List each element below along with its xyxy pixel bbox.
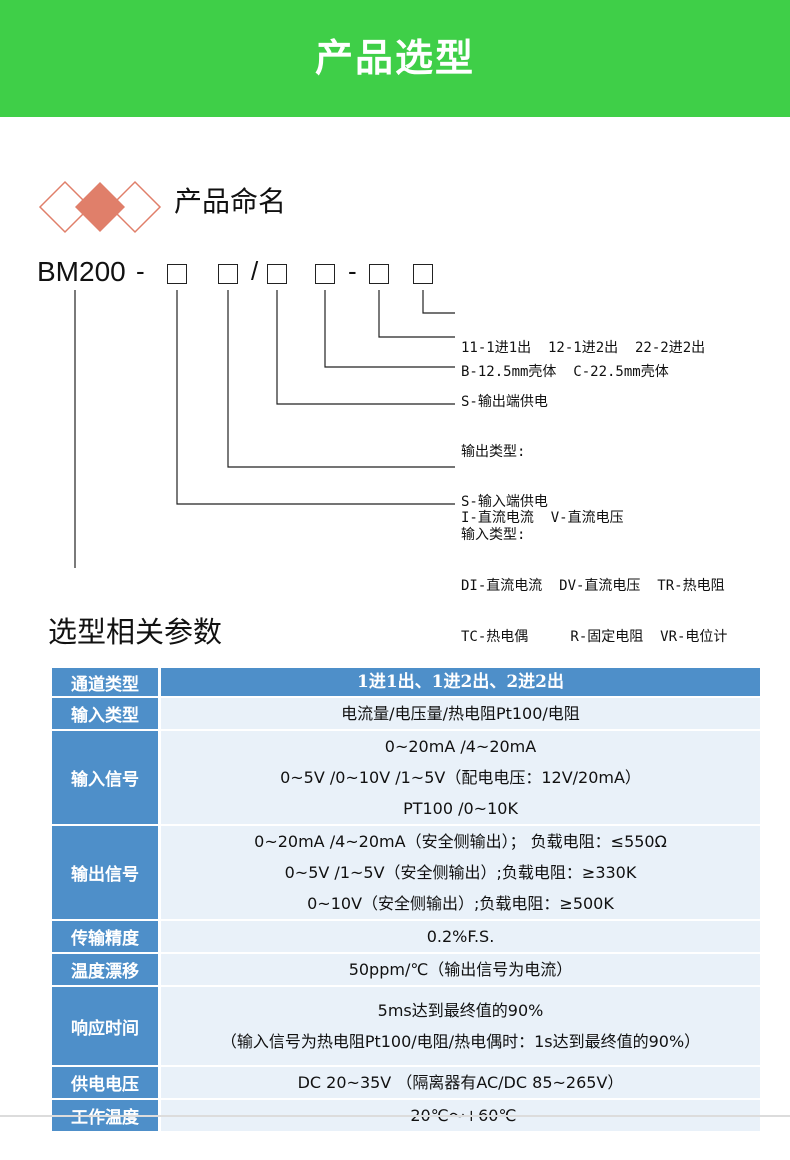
value-line: DC 20~35V （隔离器有AC/DC 85~265V） xyxy=(297,1073,624,1092)
code-box-input-type xyxy=(167,264,187,284)
separator-dash-2: - xyxy=(348,256,357,286)
value-line: 0~20mA /4~20mA（安全侧输出）； 负载电阻：≤550Ω xyxy=(254,832,667,851)
value-line: 50ppm/℃（输出信号为电流） xyxy=(348,960,573,979)
row-value: 1进1出、1进2出、2进2出 xyxy=(159,668,760,698)
row-label: 输出信号 xyxy=(52,825,161,921)
code-box-input-supply xyxy=(218,264,238,284)
option-output-supply: S-输出端供电 xyxy=(461,360,548,428)
option-output-type: 输出类型: I-直流电流 V-直流电压 xyxy=(461,397,624,551)
row-value: 电流量/电压量/热电阻Pt100/电阻 xyxy=(159,697,760,731)
value-line: 1进1出、1进2出、2进2出 xyxy=(357,672,564,692)
table-row: 通道类型 1进1出、1进2出、2进2出 xyxy=(52,668,760,698)
row-label: 通道类型 xyxy=(52,668,161,698)
option-line: S-输入端供电 xyxy=(461,494,548,510)
option-line: B-12.5mm壳体 C-22.5mm壳体 xyxy=(461,364,669,380)
value-line: 5ms达到最终值的90% xyxy=(377,1001,544,1020)
option-line: S-输出端供电 xyxy=(461,394,548,410)
option-line: 11-1进1出 12-1进2出 22-2进2出 xyxy=(461,340,706,356)
code-box-output-type xyxy=(267,264,287,284)
option-line: 输出类型: xyxy=(461,444,526,460)
option-line: 输入类型: xyxy=(461,527,526,543)
row-value: 0~20mA /4~20mA 0~5V /0~10V /1~5V（配电电压：12… xyxy=(159,730,760,826)
table-row: 输出信号 0~20mA /4~20mA（安全侧输出）； 负载电阻：≤550Ω 0… xyxy=(52,825,760,921)
separator-slash: / xyxy=(251,256,259,286)
value-line: 0~5V /1~5V（安全侧输出）;负载电阻：≥330K xyxy=(284,863,637,882)
separator-dash: - xyxy=(136,256,145,286)
code-box-channel xyxy=(413,264,433,284)
row-label: 温度漂移 xyxy=(52,953,161,987)
banner-title: 产品选型 xyxy=(314,36,475,80)
row-label: 供电电压 xyxy=(52,1066,161,1100)
row-label: 输入类型 xyxy=(52,697,161,731)
option-channel: 11-1进1出 12-1进2出 22-2进2出 xyxy=(461,306,705,374)
naming-title: 产品命名 xyxy=(174,185,287,218)
row-label: 输入信号 xyxy=(52,730,161,826)
params-table: 通道类型 1进1出、1进2出、2进2出 输入类型 电流量/电压量/热电阻Pt10… xyxy=(52,668,760,1133)
bottom-divider xyxy=(0,1115,790,1117)
option-line: I-直流电流 V-直流电压 xyxy=(461,510,624,526)
leader-lines xyxy=(74,290,455,568)
table-row: 传输精度 0.2%F.S. xyxy=(52,920,760,954)
value-line: 0~10V（安全侧输出）;负载电阻：≥500K xyxy=(307,894,614,913)
row-value: 50ppm/℃（输出信号为电流） xyxy=(159,953,760,987)
table-row: 响应时间 5ms达到最终值的90% （输入信号为热电阻Pt100/电阻/热电偶时… xyxy=(52,986,760,1067)
value-line: 电流量/电压量/热电阻Pt100/电阻 xyxy=(341,704,580,723)
table-row: 输入信号 0~20mA /4~20mA 0~5V /0~10V /1~5V（配电… xyxy=(52,730,760,826)
table-row: 温度漂移 50ppm/℃（输出信号为电流） xyxy=(52,953,760,987)
option-housing: B-12.5mm壳体 C-22.5mm壳体 xyxy=(461,330,669,398)
table-row: 供电电压 DC 20~35V （隔离器有AC/DC 85~265V） xyxy=(52,1066,760,1100)
code-box-housing xyxy=(369,264,389,284)
value-line: 0~5V /0~10V /1~5V（配电电压：12V/20mA） xyxy=(280,768,641,787)
value-line: 0.2%F.S. xyxy=(426,927,495,946)
row-value: 0.2%F.S. xyxy=(159,920,760,954)
model-code: BM200 xyxy=(37,256,126,287)
option-line: TC-热电偶 R-固定电阻 VR-电位计 xyxy=(461,629,728,645)
option-line: DI-直流电流 DV-直流电压 TR-热电阻 xyxy=(461,578,725,594)
value-line: PT100 /0~10K xyxy=(403,799,518,818)
option-input-type: 输入类型: DI-直流电流 DV-直流电压 TR-热电阻 TC-热电偶 R-固定… xyxy=(461,493,727,663)
row-value: DC 20~35V （隔离器有AC/DC 85~265V） xyxy=(159,1066,760,1100)
row-value: 0~20mA /4~20mA（安全侧输出）； 负载电阻：≤550Ω 0~5V /… xyxy=(159,825,760,921)
option-input-supply: S-输入端供电 xyxy=(461,460,548,528)
diamond-decoration-icon xyxy=(38,180,162,234)
row-label: 响应时间 xyxy=(52,986,161,1067)
params-title: 选型相关参数 xyxy=(48,615,223,649)
row-label: 传输精度 xyxy=(52,920,161,954)
value-line: （输入信号为热电阻Pt100/电阻/热电偶时：1s达到最终值的90%） xyxy=(220,1032,701,1051)
row-value: 5ms达到最终值的90% （输入信号为热电阻Pt100/电阻/热电偶时：1s达到… xyxy=(159,986,760,1067)
code-box-output-supply xyxy=(315,264,335,284)
header-banner: 产品选型 xyxy=(0,0,790,117)
value-line: 0~20mA /4~20mA xyxy=(384,737,537,756)
table-row: 输入类型 电流量/电压量/热电阻Pt100/电阻 xyxy=(52,697,760,731)
